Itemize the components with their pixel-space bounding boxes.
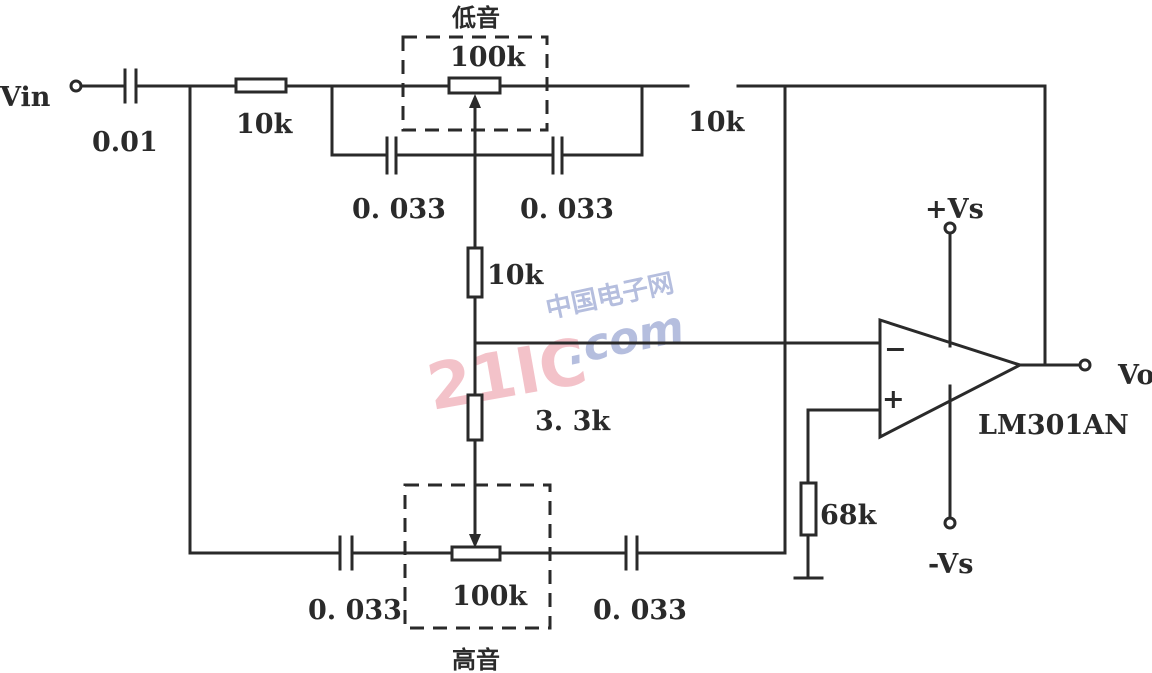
vs-neg-terminal [943, 516, 957, 530]
resistor-3k3 [466, 393, 484, 442]
vs-pos-label: +Vs [925, 194, 984, 225]
treble-dashed-box [403, 483, 552, 630]
vs-neg-label: -Vs [928, 549, 973, 580]
c-in-label: 0.01 [92, 127, 158, 158]
vo-terminal [1078, 358, 1092, 372]
bass-capacitor-left [385, 136, 398, 175]
noninverting-wire [793, 408, 882, 580]
treble-cap-right-label: 0. 033 [593, 595, 687, 626]
bass-title: 低音 [451, 4, 500, 32]
treble-title: 高音 [452, 646, 500, 673]
bass-pot-label: 100k [450, 42, 526, 73]
bass-cap-wires [330, 84, 644, 157]
vin-label: Vin [0, 82, 51, 113]
input-resistor [234, 77, 288, 94]
treble-capacitor-right [624, 535, 639, 571]
watermark: 21IC .com 中国电子网 [422, 268, 689, 425]
output-wire [1018, 84, 1082, 367]
r-mid-label: 10k [487, 260, 545, 291]
bass-cap-left-label: 0. 033 [352, 194, 446, 225]
r-33-label: 3. 3k [535, 406, 611, 437]
bass-potentiometer [447, 76, 502, 95]
treble-capacitor-left [338, 535, 354, 571]
bass-capacitor-right [551, 136, 564, 175]
bass-wiper-arrow-icon [469, 94, 481, 108]
treble-pot-label: 100k [452, 581, 528, 612]
input-capacitor [123, 68, 138, 104]
r-out-label: 10k [688, 107, 746, 138]
vs-pos-terminal [943, 221, 957, 235]
resistor-68k [799, 481, 818, 537]
mid-resistor [466, 246, 484, 299]
vo-label: Vo [1117, 360, 1152, 391]
treble-potentiometer [450, 545, 502, 562]
opamp-label: LM301AN [978, 410, 1129, 441]
treble-cap-left-label: 0. 033 [308, 595, 402, 626]
plus-sign: + [882, 384, 905, 415]
bass-cap-right-label: 0. 033 [520, 194, 614, 225]
bottom-wire [188, 84, 787, 555]
r-68-label: 68k [820, 500, 878, 531]
minus-sign: − [884, 334, 907, 365]
r-in-label: 10k [236, 109, 294, 140]
treble-wiper-arrow-icon [469, 534, 481, 548]
